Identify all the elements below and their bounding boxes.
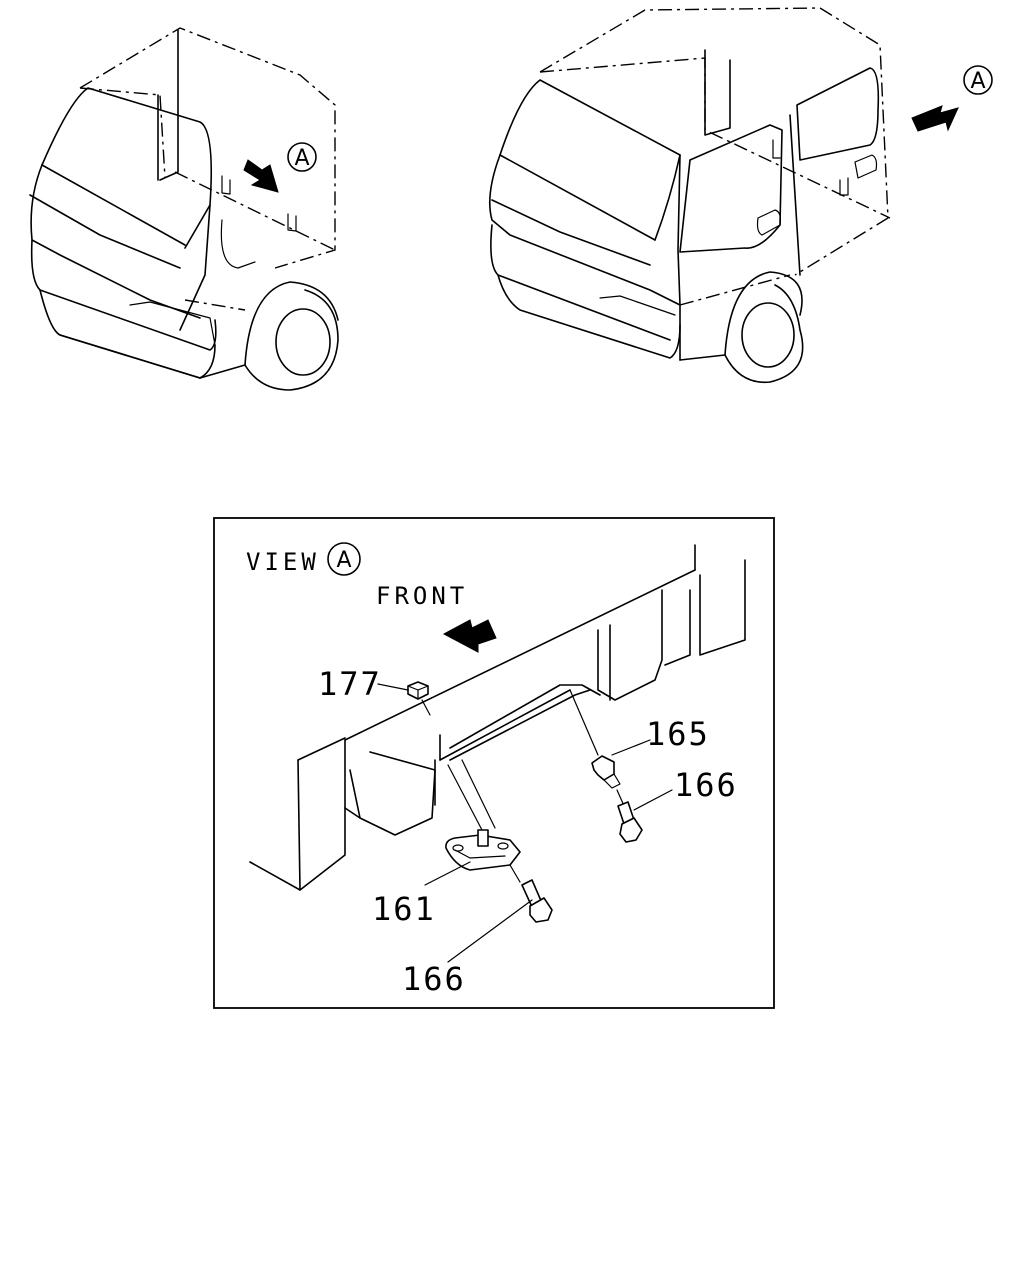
detail-view-frame xyxy=(213,517,775,1009)
truck-illustration-right: A xyxy=(488,7,993,384)
detail-view-marker-letter: A xyxy=(336,548,351,573)
truck-illustration-left: A xyxy=(29,27,339,391)
clip-part-165 xyxy=(569,689,621,789)
view-marker-left: A xyxy=(287,142,317,172)
bolt-part-166-upper xyxy=(616,789,643,843)
callout-161: 161 xyxy=(372,890,436,928)
view-arrow-right xyxy=(911,105,959,132)
callout-177: 177 xyxy=(318,665,382,703)
nut-part-177 xyxy=(407,681,431,716)
view-marker-right: A xyxy=(963,65,993,95)
view-arrow-left xyxy=(243,159,279,193)
callout-166-lower: 166 xyxy=(402,960,466,998)
body-frame-structure xyxy=(249,544,746,891)
callout-leaders xyxy=(377,683,673,963)
front-direction-label: FRONT xyxy=(376,582,468,610)
callout-166-upper: 166 xyxy=(674,766,738,804)
detail-view-marker: A xyxy=(327,542,361,576)
callout-165: 165 xyxy=(646,715,710,753)
bracket-part-161 xyxy=(445,759,521,871)
bolt-part-166-lower xyxy=(509,864,553,923)
detail-view-panel: VIEW A FRONT xyxy=(213,517,775,1009)
detail-view-title: VIEW xyxy=(246,548,320,576)
view-marker-left-letter: A xyxy=(294,146,309,171)
front-direction-arrow xyxy=(442,619,497,653)
view-marker-right-letter: A xyxy=(970,69,985,94)
